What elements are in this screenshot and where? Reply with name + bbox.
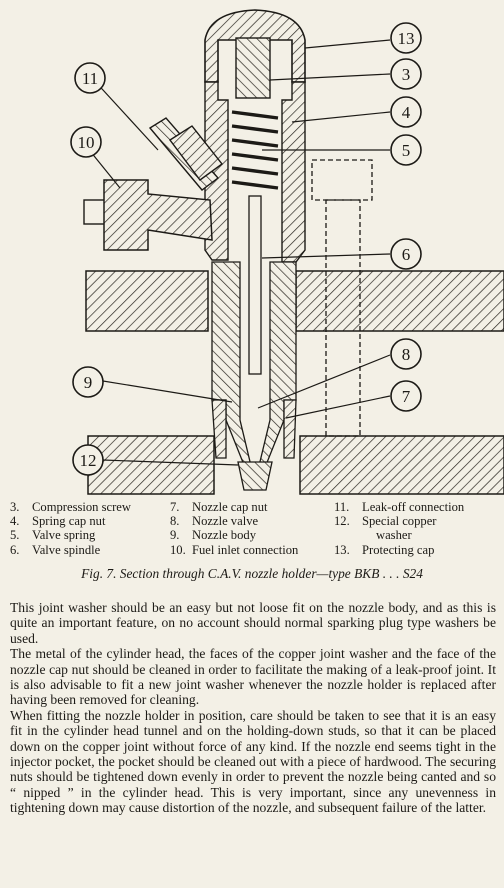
legend-item: washer	[334, 528, 464, 542]
legend-label: Spring cap nut	[32, 514, 106, 529]
compression-screw	[235, 37, 271, 99]
legend-label: Nozzle valve	[192, 514, 259, 529]
legend-number: 13.	[334, 542, 350, 557]
legend-label: Special copper	[362, 514, 437, 529]
cylinder-head-lower-right	[299, 435, 504, 495]
callout-4: 4	[390, 96, 422, 128]
cylinder-head-upper-right	[295, 270, 504, 332]
callout-number: 10	[78, 133, 95, 152]
legend-item: 9. Nozzle body	[170, 528, 298, 542]
legend-label: Nozzle cap nut	[192, 500, 268, 514]
callout-labels: 13 3 11 4 10 5 6 8 9 7 12	[70, 22, 422, 476]
legend-number: 7.	[170, 500, 180, 514]
callout-number: 6	[402, 245, 411, 264]
legend-label: Fuel inlet connection	[192, 542, 299, 557]
legend-number	[334, 528, 362, 542]
legend-item: 6. Valve spindle	[10, 543, 131, 557]
legend-item: 8. Nozzle valve	[170, 514, 298, 528]
nozzle-holder-section-drawing: 13 3 11 4 10 5 6 8 9 7 12	[70, 9, 504, 495]
legend-item: 10. Fuel inlet connection	[170, 543, 298, 557]
callout-number: 5	[402, 141, 411, 160]
paragraph: The metal of the cylinder head, the face…	[10, 646, 496, 708]
callout-number: 12	[80, 451, 97, 470]
legend-label: Compression screw	[32, 500, 131, 514]
cylinder-head-upper-left	[85, 270, 209, 332]
callout-7: 7	[390, 380, 422, 412]
legend-item: 3. Compression screw	[10, 500, 131, 514]
callout-12: 12	[72, 444, 104, 476]
callout-number: 3	[402, 65, 411, 84]
nozzle-tip	[237, 461, 273, 491]
body-text: This joint washer should be an easy but …	[10, 600, 496, 816]
callout-9: 9	[72, 366, 104, 398]
leader-lines	[85, 39, 391, 466]
callout-3: 3	[390, 58, 422, 90]
protecting-cap	[204, 9, 306, 83]
valve-spindle	[248, 195, 262, 375]
callout-6: 6	[390, 238, 422, 270]
legend-number: 10.	[170, 542, 186, 557]
legend-number: 3.	[10, 500, 20, 514]
callout-13: 13	[390, 22, 422, 54]
callout-number: 4	[402, 103, 411, 122]
callout-number: 13	[398, 29, 415, 48]
legend-label: Nozzle body	[192, 528, 256, 543]
legend-number: 5.	[10, 528, 20, 543]
legend-label: washer	[376, 528, 412, 543]
legend-number: 11.	[334, 500, 350, 514]
holding-down-stud-outline	[311, 159, 373, 437]
callout-number: 7	[402, 387, 411, 406]
legend-label: Valve spring	[32, 528, 96, 543]
legend-number: 9.	[170, 528, 180, 543]
valve-spring	[231, 110, 279, 190]
legend-number: 6.	[10, 542, 20, 557]
paragraph: This joint washer should be an easy but …	[10, 600, 496, 646]
legend-item: 4. Spring cap nut	[10, 514, 131, 528]
legend-item: 5. Valve spring	[10, 528, 131, 542]
legend-item: 13. Protecting cap	[334, 543, 464, 557]
legend-number: 8.	[170, 514, 180, 529]
legend-number: 4.	[10, 514, 20, 529]
legend-label: Valve spindle	[32, 542, 101, 557]
legend-label: Leak-off connection	[362, 500, 465, 514]
callout-number: 9	[84, 373, 93, 392]
cylinder-head-lower-left	[87, 435, 215, 495]
spring-cap-nut-right	[281, 81, 306, 263]
callout-10: 10	[70, 126, 102, 158]
legend-column-1: 3. Compression screw 4. Spring cap nut 5. Val…	[10, 500, 131, 557]
legend-item: 7. Nozzle cap nut	[170, 500, 298, 514]
legend-column-2: 7. Nozzle cap nut 8. Nozzle valve 9. Nozzle b…	[170, 500, 298, 557]
callout-11: 11	[74, 62, 106, 94]
nozzle-cap-nut-right	[283, 399, 297, 459]
leak-off-nut	[168, 125, 224, 181]
callout-8: 8	[390, 338, 422, 370]
callout-number: 8	[402, 345, 411, 364]
paragraph: When fitting the nozzle holder in positi…	[10, 707, 496, 816]
callout-5: 5	[390, 134, 422, 166]
legend-item: 12. Special copper	[334, 514, 464, 528]
fuel-inlet-connection	[103, 179, 213, 251]
figure-caption: Fig. 7. Section through C.A.V. nozzle ho…	[81, 566, 423, 581]
legend-item: 11. Leak-off connection	[334, 500, 464, 514]
callout-number: 11	[82, 69, 98, 88]
legend-number: 12.	[334, 514, 350, 529]
legend-label: Protecting cap	[362, 542, 435, 557]
